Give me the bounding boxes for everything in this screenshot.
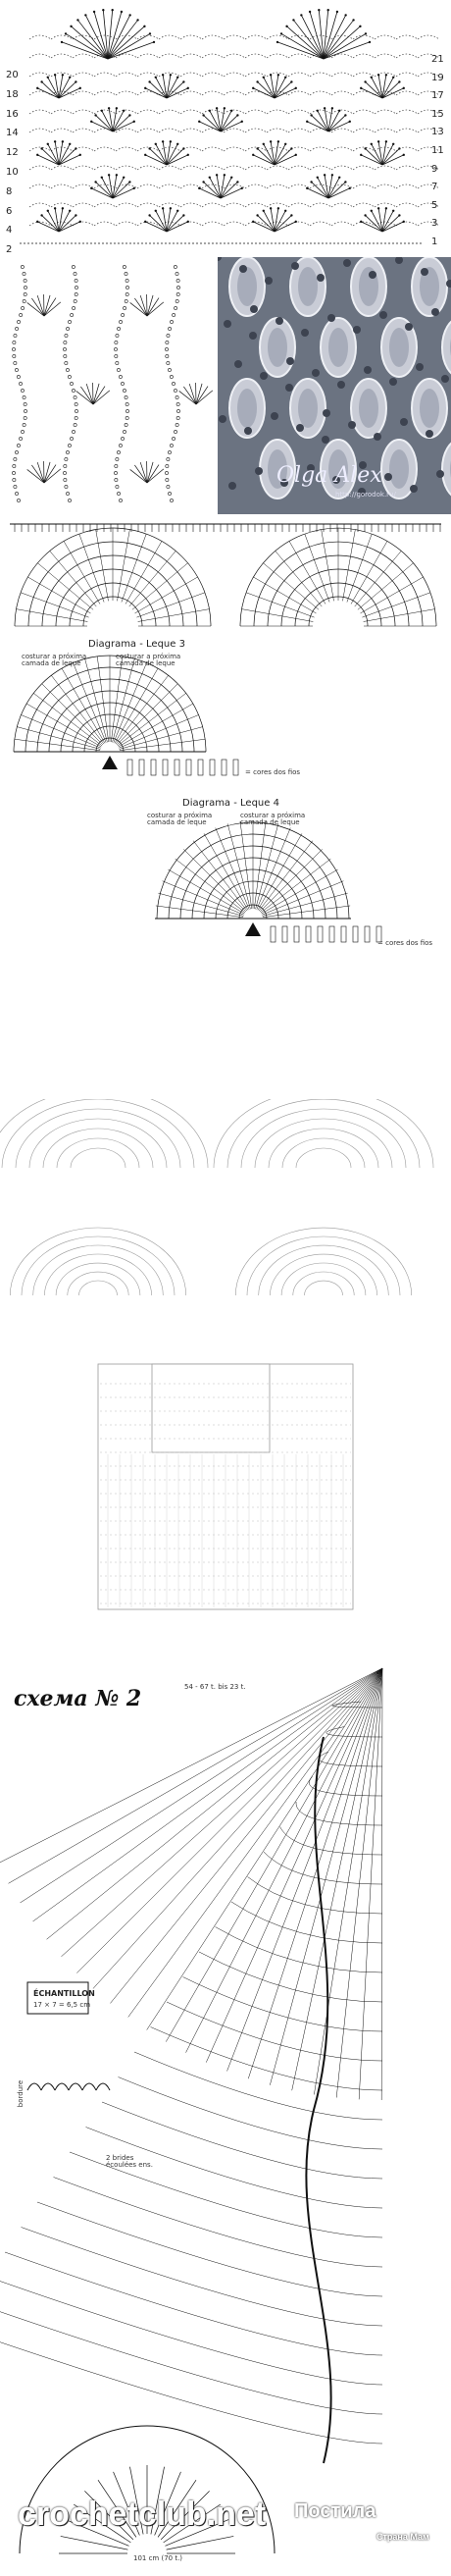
leque3-title: Diagrama - Leque 3 bbox=[88, 639, 185, 650]
fan-row-panel bbox=[0, 518, 451, 634]
row-number-left: 6 bbox=[6, 205, 13, 217]
leque4-note-right: costurar a próxima camada de leque bbox=[240, 812, 306, 826]
leque4-note-left: costurar a próxima camada de leque bbox=[147, 812, 213, 826]
leque4-legend: = cores dos fios bbox=[377, 939, 433, 947]
photo-url: http://gorodok.ru/ bbox=[335, 491, 396, 499]
sample-photo: Olga Alex http://gorodok.ru/ bbox=[218, 257, 451, 514]
postila-sub: Страна Мам bbox=[376, 2532, 429, 2542]
row-number-right: 7 bbox=[431, 182, 438, 193]
schema2-sample-size: 17 × 7 = 6,5 cm bbox=[33, 2001, 91, 2009]
fan-row-diagram bbox=[10, 523, 441, 627]
schema2-side-label: bordure bbox=[17, 2079, 25, 2108]
schema2-top-label: 54 - 67 t. bis 23 t. bbox=[184, 1683, 246, 1691]
row-number-right: 11 bbox=[431, 145, 444, 156]
schema2-diagram bbox=[0, 1667, 383, 2554]
row-number-left: 2 bbox=[6, 244, 13, 253]
leque4-diagram bbox=[155, 820, 382, 943]
site-watermark: crochetclub.net bbox=[18, 2496, 267, 2533]
schema2-width-label: 101 cm (70 t.) bbox=[133, 2554, 183, 2562]
row-number-left: 12 bbox=[6, 147, 19, 159]
leque3-panel: Diagrama - Leque 3 costurar a próxima ca… bbox=[0, 636, 451, 795]
row-number-right: 19 bbox=[431, 72, 444, 83]
row-number-left: 4 bbox=[6, 225, 13, 237]
leque3-note-left: costurar a próxima camada de leque bbox=[22, 653, 87, 667]
pineapple-chart-panel: 20 18 16 14 12 10 8 6 4 2 21 19 17 15 13 11 9 7 5 3 1 bbox=[0, 0, 451, 253]
leque3-diagram bbox=[13, 655, 239, 776]
postila-logo: Постила bbox=[294, 2500, 376, 2522]
row-number-right: 17 bbox=[431, 90, 444, 102]
garment-layout-diagram bbox=[0, 1099, 434, 1610]
row-number-left: 18 bbox=[6, 88, 19, 100]
schema2-title: схема № 2 bbox=[14, 1686, 142, 1711]
pineapple-chart bbox=[20, 9, 440, 244]
lace-photo-texture bbox=[218, 257, 451, 499]
leque4-title: Diagrama - Leque 4 bbox=[182, 798, 279, 809]
schema2-panel: схема № 2 54 - 67 t. bis 23 t. ÉCHANTILL… bbox=[0, 1658, 451, 2576]
row-number-left: 20 bbox=[6, 70, 19, 80]
photo-watermark: Olga Alex bbox=[276, 463, 382, 488]
schema2-sample-label: ÉCHANTILLON bbox=[33, 1989, 95, 1998]
leaf-chart bbox=[12, 265, 214, 502]
row-number-right: 13 bbox=[431, 127, 444, 138]
schema2-stitch-note: 2 brides écoulées ens. bbox=[106, 2154, 153, 2169]
garment-layout-panel bbox=[0, 1099, 451, 1649]
row-number-right: 1 bbox=[431, 237, 438, 247]
row-number-right: 21 bbox=[431, 54, 444, 65]
row-number-left: 16 bbox=[6, 108, 19, 120]
row-number-right: 5 bbox=[431, 199, 438, 211]
leque3-legend: = cores dos fios bbox=[245, 768, 301, 776]
row-number-right: 15 bbox=[431, 108, 444, 120]
leaf-chart-panel: Olga Alex http://gorodok.ru/ bbox=[0, 257, 451, 514]
row-number-left: 8 bbox=[6, 185, 13, 197]
row-number-left: 14 bbox=[6, 128, 19, 139]
leque3-note-right: costurar a próxima camada de leque bbox=[116, 653, 181, 667]
row-number-right: 3 bbox=[431, 218, 438, 230]
row-number-right: 9 bbox=[431, 163, 438, 175]
leque4-panel: Diagrama - Leque 4 costurar a próxima ca… bbox=[0, 795, 451, 962]
row-number-left: 10 bbox=[6, 167, 19, 178]
